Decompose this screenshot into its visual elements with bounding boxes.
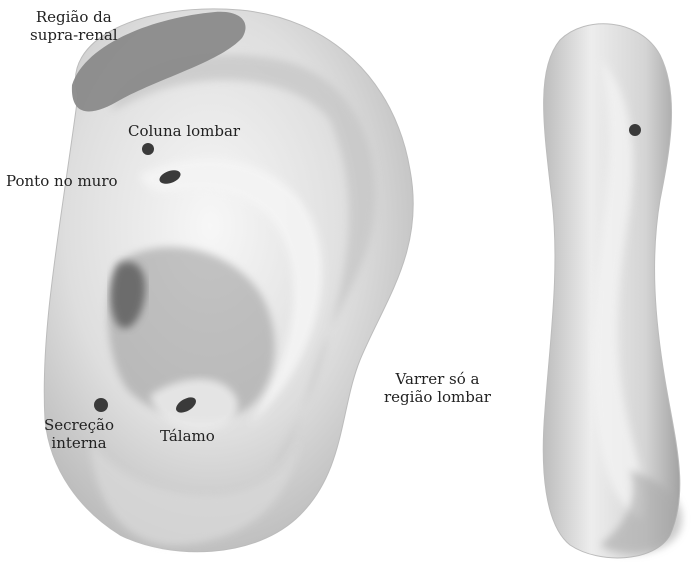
suprarenal-label-line2: supra-renal — [30, 26, 118, 44]
back-lumbar-point — [629, 124, 641, 136]
sweep-lumbar-label: Varrer só a região lombar — [384, 370, 491, 406]
internal-secretion-point — [94, 398, 108, 412]
lumbar-spine-label: Coluna lombar — [128, 122, 240, 140]
internal-secretion-label-line2: interna — [44, 434, 114, 452]
suprarenal-label-line1: Região da — [30, 8, 118, 26]
wall-point-label: Ponto no muro — [6, 172, 118, 190]
thalamus-label: Tálamo — [160, 427, 215, 445]
sweep-lumbar-label-line1: Varrer só a — [384, 370, 491, 388]
internal-secretion-label-line1: Secreção — [44, 416, 114, 434]
sweep-lumbar-label-line2: região lombar — [384, 388, 491, 406]
internal-secretion-label: Secreção interna — [44, 416, 114, 452]
lumbar-spine-point — [142, 143, 154, 155]
suprarenal-label: Região da supra-renal — [30, 8, 118, 44]
